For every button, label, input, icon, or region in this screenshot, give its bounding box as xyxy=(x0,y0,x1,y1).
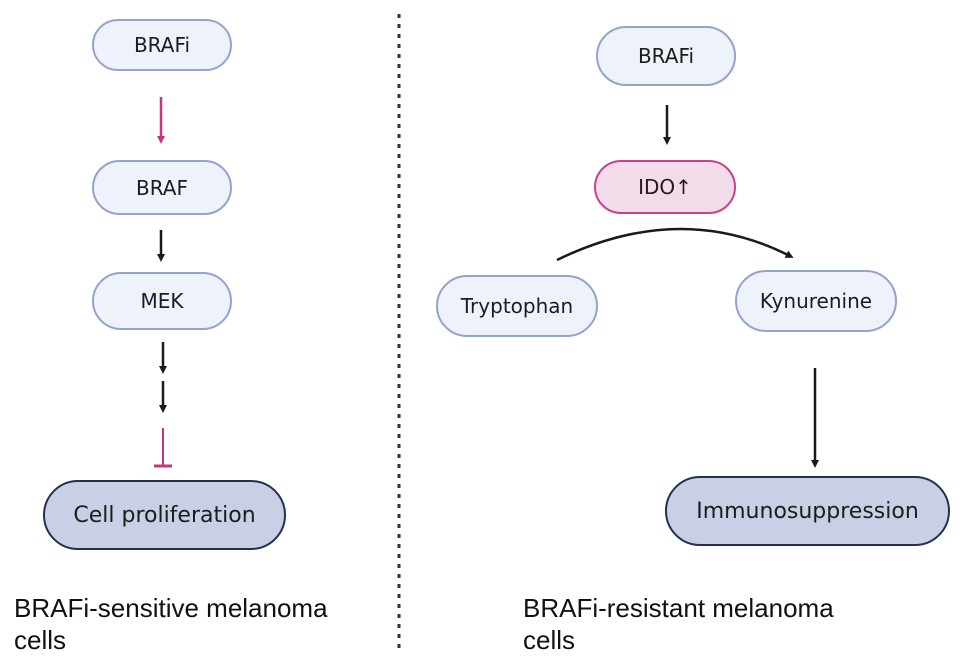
node-brafi-left: BRAFi xyxy=(92,19,232,71)
arrow-tryptophan-to-kynurenine xyxy=(556,227,794,262)
node-mek: MEK xyxy=(92,272,232,330)
caption-right-line1: BRAFi-resistant melanoma xyxy=(523,593,834,623)
inhibition-bar xyxy=(154,428,172,468)
node-kynurenine: Kynurenine xyxy=(735,270,897,332)
node-ido: IDO↑ xyxy=(594,160,736,214)
node-braf: BRAF xyxy=(92,160,232,215)
caption-left-line2: cells xyxy=(14,625,67,655)
caption-right-line2: cells xyxy=(523,625,576,655)
node-tryptophan: Tryptophan xyxy=(436,275,598,337)
node-immunosuppression: Immunosuppression xyxy=(665,476,950,546)
node-cell-proliferation: Cell proliferation xyxy=(43,480,286,550)
caption-left: BRAFi-sensitive melanoma cells xyxy=(14,592,328,656)
caption-left-line1: BRAFi-sensitive melanoma xyxy=(14,593,328,623)
node-brafi-right: BRAFi xyxy=(596,26,736,86)
caption-right: BRAFi-resistant melanoma cells xyxy=(523,592,834,656)
